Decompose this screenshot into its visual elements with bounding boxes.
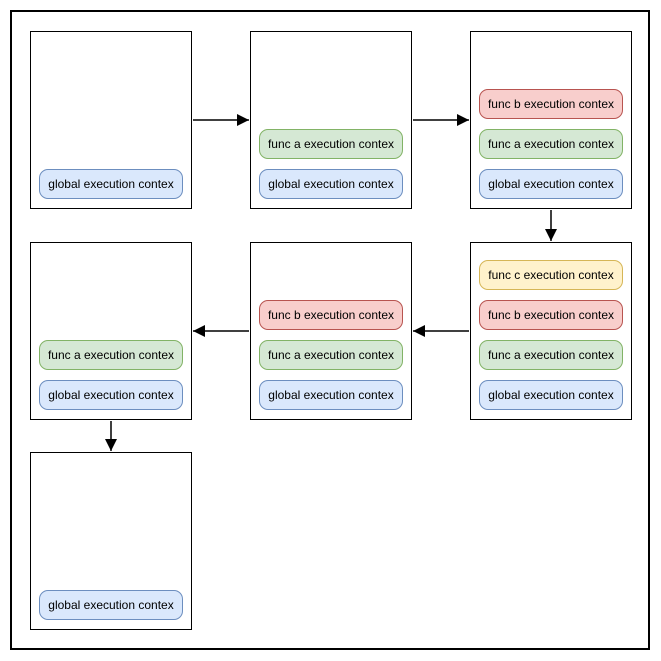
frame-global-execution-context: global execution contex <box>39 590 183 620</box>
execution-stack-step-1: global execution contex <box>30 31 192 209</box>
execution-stack-step-2: func a execution contex global execution… <box>250 31 412 209</box>
execution-stack-step-4: func c execution contex func b execution… <box>470 242 632 420</box>
frame-global-execution-context: global execution contex <box>259 169 403 199</box>
frame-func-a-execution-context: func a execution contex <box>259 129 403 159</box>
execution-stack-step-6: func a execution contex global execution… <box>30 242 192 420</box>
execution-stack-step-7: global execution contex <box>30 452 192 630</box>
frame-func-a-execution-context: func a execution contex <box>479 340 623 370</box>
frame-func-a-execution-context: func a execution contex <box>39 340 183 370</box>
frame-func-a-execution-context: func a execution contex <box>479 129 623 159</box>
frame-global-execution-context: global execution contex <box>479 169 623 199</box>
frame-global-execution-context: global execution contex <box>259 380 403 410</box>
frame-func-b-execution-context: func b execution contex <box>259 300 403 330</box>
frame-func-b-execution-context: func b execution contex <box>479 89 623 119</box>
frame-global-execution-context: global execution contex <box>479 380 623 410</box>
diagram-border <box>10 10 650 650</box>
execution-stack-step-3: func b execution contex func a execution… <box>470 31 632 209</box>
frame-func-c-execution-context: func c execution contex <box>479 260 623 290</box>
execution-stack-step-5: func b execution contex func a execution… <box>250 242 412 420</box>
frame-func-a-execution-context: func a execution contex <box>259 340 403 370</box>
frame-global-execution-context: global execution contex <box>39 380 183 410</box>
frame-func-b-execution-context: func b execution contex <box>479 300 623 330</box>
frame-global-execution-context: global execution contex <box>39 169 183 199</box>
